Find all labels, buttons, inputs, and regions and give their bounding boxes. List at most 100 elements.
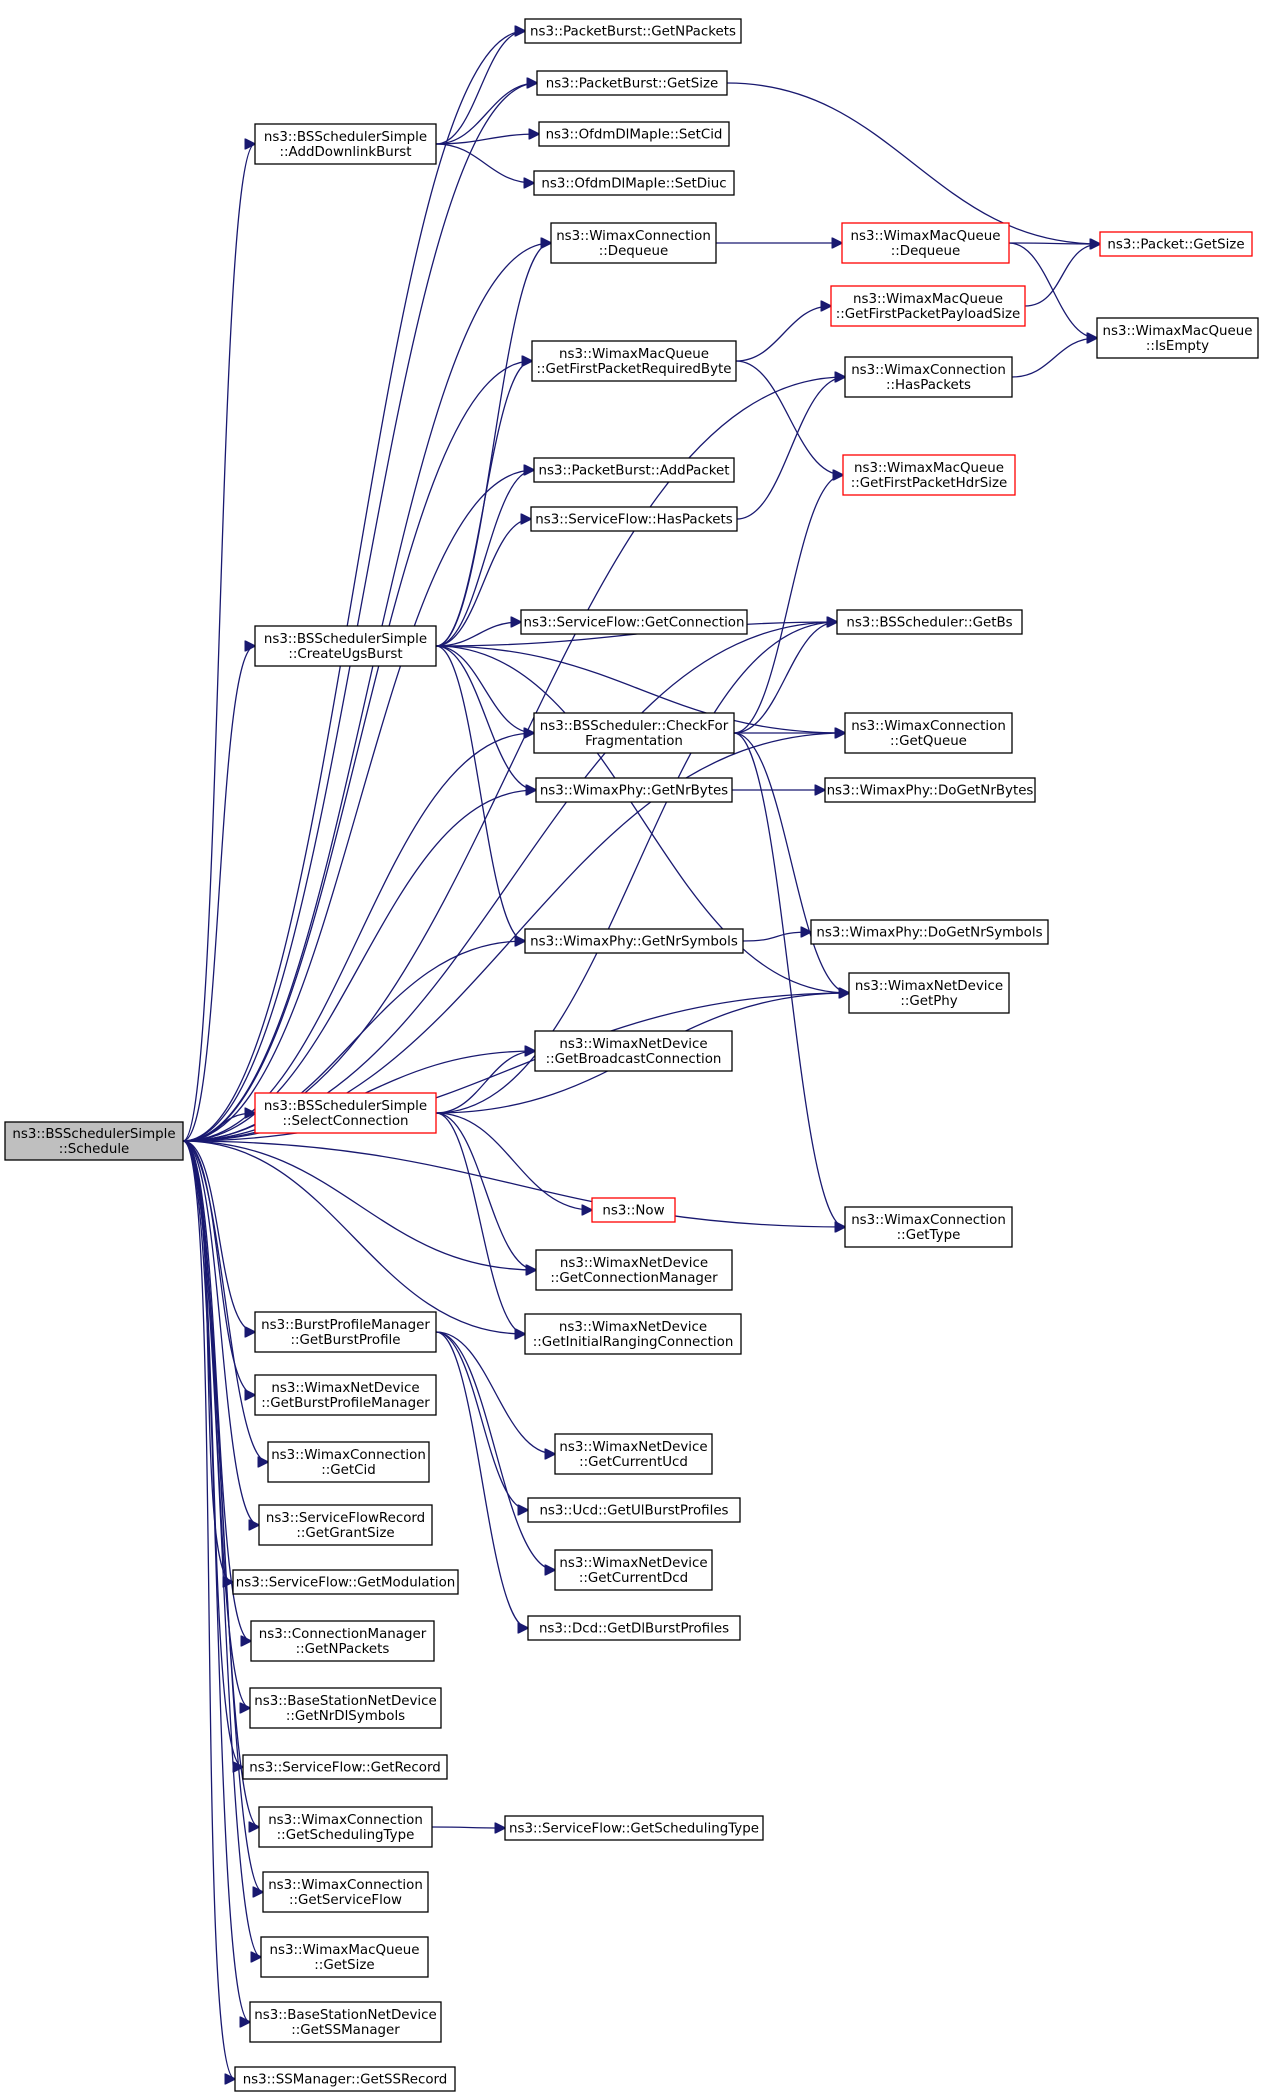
node-wc_gettype[interactable]: ns3::WimaxConnection::GetType	[844, 1206, 1013, 1248]
node-dcd_getdlbp[interactable]: ns3::Dcd::GetDlBurstProfiles	[527, 1615, 741, 1641]
node-wp_dogetnrsymbols[interactable]: ns3::WimaxPhy::DoGetNrSymbols	[810, 919, 1049, 945]
node-wmq_getsize[interactable]: ns3::WimaxMacQueue::GetSize	[260, 1936, 429, 1978]
node-label: ns3::BSScheduler::CheckFor	[540, 719, 729, 734]
node-box	[538, 121, 730, 147]
node-label: ns3::SSManager::GetSSRecord	[243, 2073, 448, 2088]
node-createugs[interactable]: ns3::BSSchedulerSimple::CreateUgsBurst	[254, 625, 437, 667]
node-label: ns3::ServiceFlow::GetModulation	[236, 1576, 456, 1591]
node-wnd_getcurucd[interactable]: ns3::WimaxNetDevice::GetCurrentUcd	[554, 1433, 713, 1475]
node-label: ::GetCid	[321, 1463, 375, 1478]
edge-createugs-to-bss_checkfrag	[435, 645, 534, 733]
node-wmq_reqbyte[interactable]: ns3::WimaxMacQueue::GetFirstPacketRequir…	[531, 340, 737, 382]
node-box	[1099, 231, 1253, 257]
node-wmq_isempty[interactable]: ns3::WimaxMacQueue::IsEmpty	[1096, 317, 1259, 359]
node-label: ::Dequeue	[599, 244, 669, 259]
node-label: ns3::WimaxNetDevice	[559, 1037, 707, 1052]
node-wnd_getphy[interactable]: ns3::WimaxNetDevice::GetPhy	[848, 972, 1010, 1014]
edge-selectconn-to-wnd_getinitranging	[435, 1112, 525, 1334]
node-wmq_hdrsize[interactable]: ns3::WimaxMacQueue::GetFirstPacketHdrSiz…	[842, 454, 1016, 496]
edge-schedule-to-bss_checkfrag	[182, 733, 534, 1142]
node-wmq_dequeue[interactable]: ns3::WimaxMacQueue::Dequeue	[841, 222, 1010, 264]
edge-bss_checkfrag-to-wc_gettype	[733, 732, 845, 1227]
edge-schedule-to-pb_getnpackets	[182, 31, 525, 1142]
node-wp_getnrbytes[interactable]: ns3::WimaxPhy::GetNrBytes	[535, 777, 733, 803]
node-sf_haspackets[interactable]: ns3::ServiceFlow::HasPackets	[530, 506, 738, 532]
node-selectconn[interactable]: ns3::BSSchedulerSimple::SelectConnection	[254, 1092, 437, 1134]
node-box	[844, 1206, 1013, 1248]
node-wp_getnrsymbols[interactable]: ns3::WimaxPhy::GetNrSymbols	[524, 928, 744, 954]
node-ssm_getssrecord[interactable]: ns3::SSManager::GetSSRecord	[234, 2066, 456, 2092]
node-now[interactable]: ns3::Now	[591, 1197, 676, 1223]
node-box	[267, 1441, 430, 1483]
node-box	[254, 625, 437, 667]
node-box	[232, 1569, 459, 1595]
node-box	[242, 1754, 448, 1780]
edge-schedule-to-createugs	[182, 646, 255, 1142]
edge-adddownlink-to-pb_getsize	[435, 83, 537, 145]
node-wc_dequeue[interactable]: ns3::WimaxConnection::Dequeue	[550, 222, 717, 264]
node-label: ns3::WimaxConnection	[851, 719, 1006, 734]
edge-wmq_dequeue-to-packet_getsize	[1008, 243, 1100, 244]
node-ucd_getulbp[interactable]: ns3::Ucd::GetUlBurstProfiles	[527, 1497, 741, 1523]
node-box	[841, 222, 1010, 264]
edge-wc_getschedtype-to-sf_getschedtype	[431, 1827, 505, 1828]
node-bsnd_getnrdlsymbols[interactable]: ns3::BaseStationNetDevice::GetNrDlSymbol…	[249, 1687, 442, 1729]
node-box	[254, 1374, 437, 1416]
node-wnd_getcurdcd[interactable]: ns3::WimaxNetDevice::GetCurrentDcd	[554, 1549, 713, 1591]
node-wc_haspackets[interactable]: ns3::WimaxConnection::HasPackets	[844, 356, 1013, 398]
node-wp_dogetnrbytes[interactable]: ns3::WimaxPhy::DoGetNrBytes	[824, 777, 1036, 803]
node-label: ::GetBurstProfileManager	[261, 1396, 430, 1411]
node-box	[531, 340, 737, 382]
node-label: ns3::BaseStationNetDevice	[254, 2008, 437, 2023]
node-wnd_getbpm[interactable]: ns3::WimaxNetDevice::GetBurstProfileMana…	[254, 1374, 437, 1416]
node-label: ns3::ServiceFlow::GetConnection	[524, 616, 745, 631]
edge-createugs-to-sf_getconn	[435, 622, 521, 647]
edge-schedule-to-wc_haspackets	[182, 377, 845, 1142]
node-adddownlink[interactable]: ns3::BSSchedulerSimple::AddDownlinkBurst	[254, 123, 437, 165]
node-schedule[interactable]: ns3::BSSchedulerSimple::Schedule	[4, 1121, 184, 1161]
node-label: ns3::Packet::GetSize	[1107, 238, 1244, 253]
node-pb_getsize[interactable]: ns3::PacketBurst::GetSize	[536, 70, 728, 96]
node-wc_getqueue[interactable]: ns3::WimaxConnection::GetQueue	[844, 712, 1013, 754]
node-wc_getcid[interactable]: ns3::WimaxConnection::GetCid	[267, 1441, 430, 1483]
node-label: ns3::PacketBurst::GetSize	[546, 77, 719, 92]
node-label: ::SelectConnection	[282, 1114, 408, 1129]
node-bsnd_getssmanager[interactable]: ns3::BaseStationNetDevice::GetSSManager	[249, 2001, 442, 2043]
node-pb_addpacket[interactable]: ns3::PacketBurst::AddPacket	[533, 457, 735, 483]
node-label: ::Schedule	[59, 1142, 130, 1157]
node-bss_getbs[interactable]: ns3::BSScheduler::GetBs	[836, 609, 1023, 635]
node-wnd_getbcast[interactable]: ns3::WimaxNetDevice::GetBroadcastConnect…	[534, 1030, 733, 1072]
node-pb_getnpackets[interactable]: ns3::PacketBurst::GetNPackets	[524, 18, 742, 44]
node-wnd_getconnmgr[interactable]: ns3::WimaxNetDevice::GetConnectionManage…	[535, 1249, 733, 1291]
edge-wp_getnrsymbols-to-wp_dogetnrsymbols	[742, 932, 811, 942]
node-sf_getmodulation[interactable]: ns3::ServiceFlow::GetModulation	[232, 1569, 459, 1595]
node-box	[258, 1806, 433, 1848]
edge-schedule-to-adddownlink	[182, 144, 255, 1142]
node-wc_getschedtype[interactable]: ns3::WimaxConnection::GetSchedulingType	[258, 1806, 433, 1848]
node-sf_getconn[interactable]: ns3::ServiceFlow::GetConnection	[520, 609, 748, 635]
edge-schedule-to-cm_getnpackets	[182, 1140, 251, 1641]
edge-bss_checkfrag-to-wmq_hdrsize	[733, 475, 843, 734]
node-wnd_getinitranging[interactable]: ns3::WimaxNetDevice::GetInitialRangingCo…	[524, 1313, 742, 1355]
node-sfr_getgrantsize[interactable]: ns3::ServiceFlowRecord::GetGrantSize	[258, 1504, 433, 1546]
node-bpm_getburstprofile[interactable]: ns3::BurstProfileManager::GetBurstProfil…	[254, 1311, 437, 1353]
edge-wc_haspackets-to-wmq_isempty	[1011, 338, 1097, 378]
node-wc_getserviceflow[interactable]: ns3::WimaxConnection::GetServiceFlow	[262, 1871, 429, 1913]
node-label: ns3::WimaxNetDevice	[559, 1440, 707, 1455]
node-sf_getschedtype[interactable]: ns3::ServiceFlow::GetSchedulingType	[504, 1815, 764, 1841]
edge-adddownlink-to-ofdm_setdiuc	[435, 143, 534, 183]
node-label: ns3::WimaxNetDevice	[559, 1556, 707, 1571]
node-label: ns3::WimaxPhy::DoGetNrSymbols	[816, 926, 1042, 941]
node-ofdm_setcid[interactable]: ns3::OfdmDlMapIe::SetCid	[538, 121, 730, 147]
node-sf_getrecord[interactable]: ns3::ServiceFlow::GetRecord	[242, 1754, 448, 1780]
node-box	[830, 285, 1026, 327]
node-ofdm_setdiuc[interactable]: ns3::OfdmDlMapIe::SetDiuc	[533, 170, 735, 196]
node-label: ::GetQueue	[890, 734, 967, 749]
node-packet_getsize[interactable]: ns3::Packet::GetSize	[1099, 231, 1253, 257]
node-box	[591, 1197, 676, 1223]
node-box	[533, 712, 735, 754]
node-cm_getnpackets[interactable]: ns3::ConnectionManager::GetNPackets	[250, 1620, 435, 1662]
node-label: ns3::WimaxConnection	[556, 229, 711, 244]
node-wmq_payload[interactable]: ns3::WimaxMacQueue::GetFirstPacketPayloa…	[830, 285, 1026, 327]
